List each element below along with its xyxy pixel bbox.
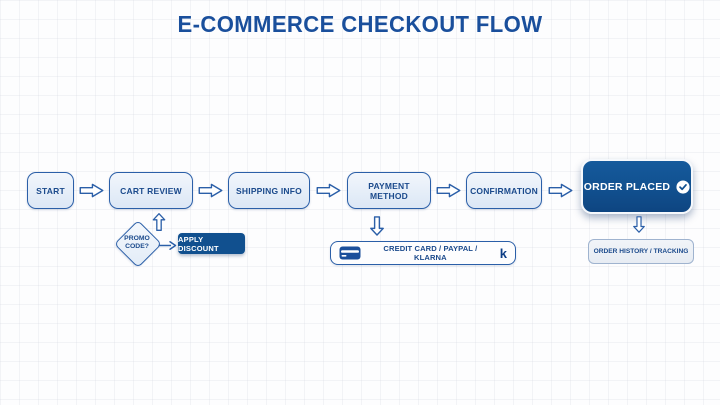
arrow-down-icon xyxy=(368,216,386,241)
arrow-right-icon xyxy=(79,183,104,203)
decision-promo-code: PROMO CODE? xyxy=(113,219,163,269)
flow-step-payment-method: PAYMENT METHOD xyxy=(347,172,431,209)
flow-step-shipping-info: SHIPPING INFO xyxy=(228,172,310,209)
flow-step-label: CART REVIEW xyxy=(120,185,182,196)
arrow-up-icon xyxy=(152,212,166,237)
payment-options-node: CREDIT CARD / PAYPAL / KLARNA k xyxy=(330,241,516,265)
flow-step-label: ORDER PLACED xyxy=(583,180,671,193)
arrow-right-icon xyxy=(198,183,223,203)
order-history-node: ORDER HISTORY / TRACKING xyxy=(588,239,694,264)
diagram-title: E-COMMERCE CHECKOUT FLOW xyxy=(177,11,543,37)
credit-card-icon xyxy=(339,246,361,260)
flow-step-label: START xyxy=(36,185,65,196)
flow-step-label: CONFIRMATION xyxy=(470,185,538,196)
order-history-label: ORDER HISTORY / TRACKING xyxy=(593,248,689,255)
klarna-logo: k xyxy=(499,245,507,261)
flow-step-start: START xyxy=(27,172,74,209)
arrow-right-icon xyxy=(436,183,461,203)
arrow-right-icon xyxy=(548,183,573,203)
flow-step-label: SHIPPING INFO xyxy=(236,185,302,196)
apply-discount-label: APPLY DISCOUNT xyxy=(178,234,219,253)
decision-label-line2: CODE? xyxy=(125,243,149,250)
arrow-right-icon xyxy=(316,183,341,203)
payment-options-label: CREDIT CARD / PAYPAL / KLARNA xyxy=(383,244,478,262)
flow-step-label: PAYMENT METHOD xyxy=(368,180,410,201)
flow-step-order-placed: ORDER PLACED xyxy=(581,159,693,214)
decision-label-line1: PROMO xyxy=(124,234,150,242)
flow-step-confirmation: CONFIRMATION xyxy=(466,172,542,209)
check-circle-icon xyxy=(676,179,690,194)
flow-step-cart-review: CART REVIEW xyxy=(109,172,193,209)
promo-arrow-icon xyxy=(158,238,177,256)
apply-discount-node: APPLY DISCOUNT xyxy=(178,233,245,254)
arrow-down-icon xyxy=(632,216,646,238)
